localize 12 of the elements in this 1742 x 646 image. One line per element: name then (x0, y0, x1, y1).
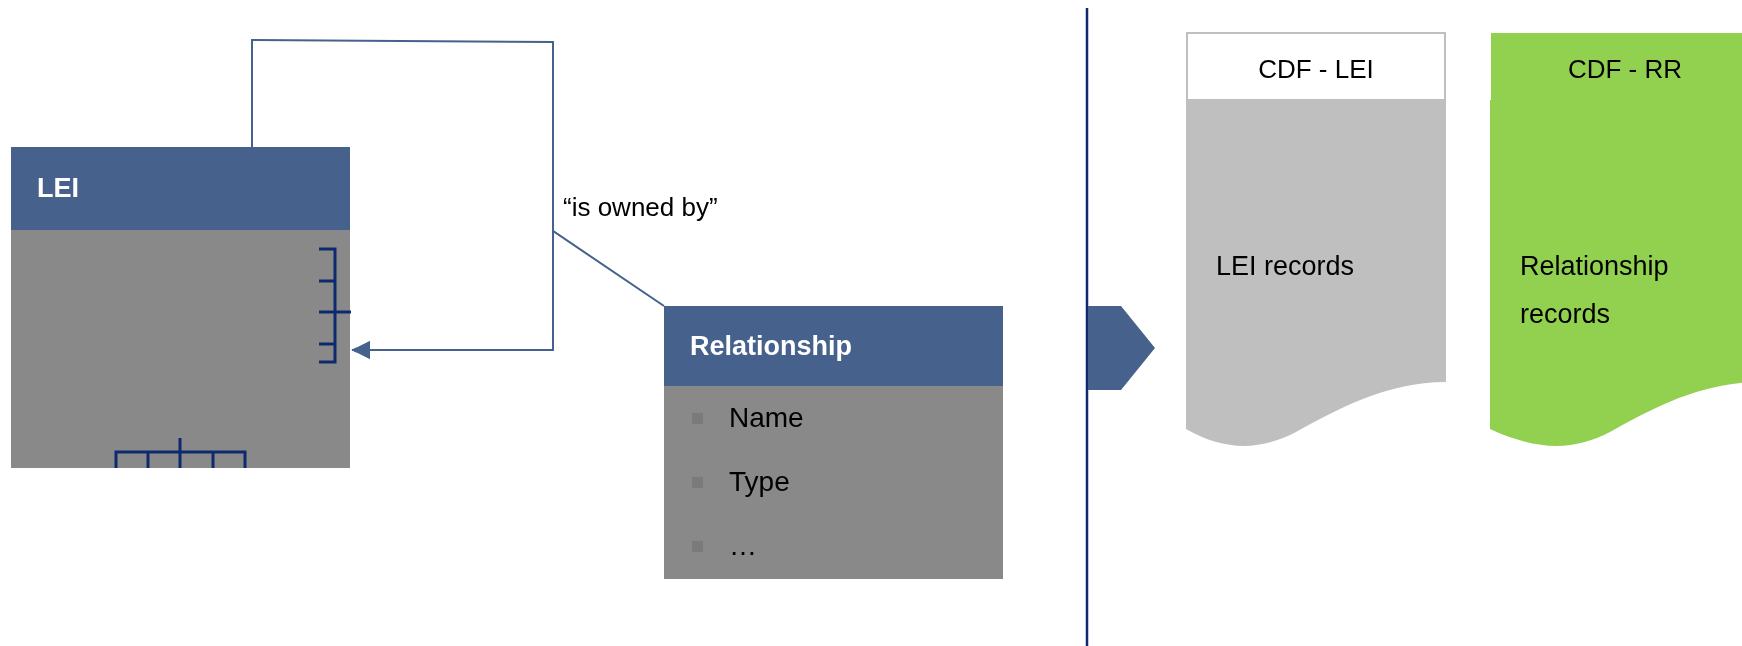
document-title: CDF - LEI (1257, 54, 1375, 85)
entity-box (664, 306, 1003, 579)
attribute-text: Name (729, 402, 804, 434)
entity-title: LEI (37, 173, 79, 204)
document-text: Relationship records (1520, 250, 1670, 331)
document-title: CDF - RR (1566, 54, 1684, 85)
document-text: LEI records (1216, 250, 1356, 283)
connector-arrow (351, 229, 665, 359)
attribute-text: … (729, 530, 757, 562)
entity-title: Relationship (690, 330, 852, 362)
entity-box (11, 147, 350, 468)
attribute-text: Type (729, 466, 790, 498)
